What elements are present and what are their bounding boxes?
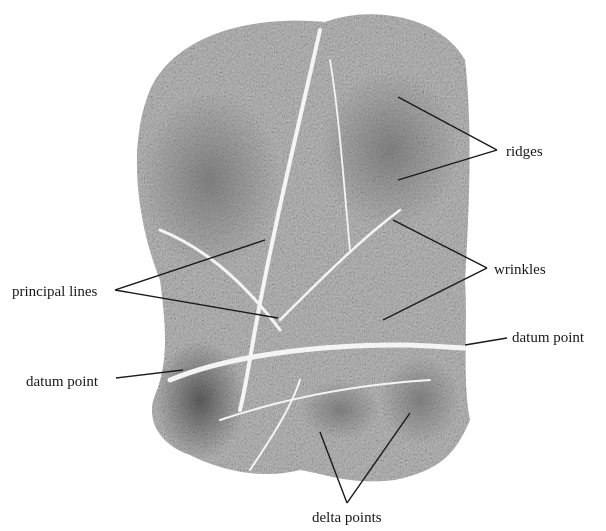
label-wrinkles: wrinkles — [494, 262, 546, 278]
dark-region — [140, 90, 280, 270]
leader-datum-right — [465, 338, 507, 345]
dark-region — [380, 355, 460, 445]
palm-print — [137, 14, 470, 481]
dark-region — [155, 340, 245, 460]
label-ridges: ridges — [506, 144, 543, 160]
label-datum-point-right: datum point — [512, 330, 585, 346]
label-delta-points: delta points — [312, 510, 382, 526]
label-datum-point-left: datum point — [26, 374, 99, 390]
dark-region — [300, 380, 380, 440]
label-principal-lines: principal lines — [12, 284, 98, 300]
